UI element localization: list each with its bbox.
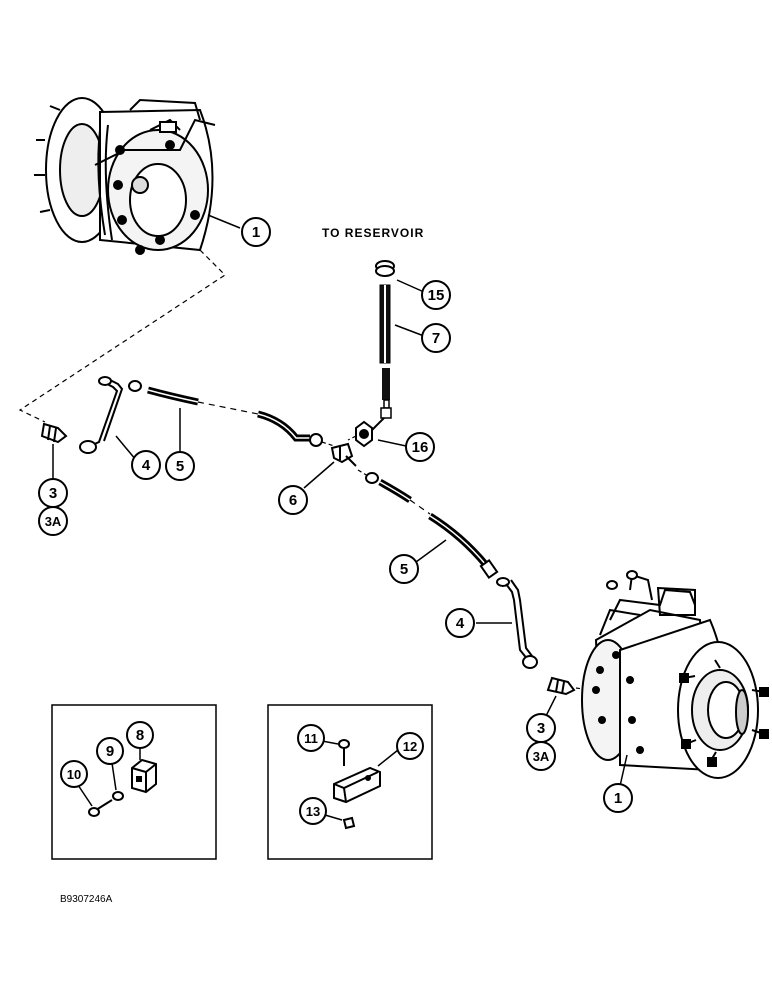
bracket-8 [131,758,157,794]
svg-text:10: 10 [67,767,81,782]
callout-10: 10 [60,760,88,788]
callout-3-left: 3 [38,478,68,508]
callout-5-left: 5 [165,451,195,481]
callout-15: 15 [421,280,451,310]
leader-line [415,539,447,563]
svg-text:6: 6 [289,492,297,509]
adapter-16 [355,417,385,448]
svg-text:4: 4 [456,615,465,632]
leader-line [396,279,425,293]
dashed-connection-left [18,249,226,423]
callout-3-right: 3 [526,713,556,743]
callout-5-right: 5 [389,554,419,584]
svg-text:4: 4 [142,457,151,474]
callout-11: 11 [297,724,325,752]
bolt-10 [88,799,113,817]
leader-line [377,439,407,447]
svg-text:5: 5 [400,561,408,578]
svg-text:3A: 3A [45,514,62,529]
hose-right-5 [357,469,499,579]
leader-line [303,461,335,489]
dashed-connection [347,435,357,441]
svg-text:8: 8 [136,727,144,744]
svg-text:15: 15 [428,287,445,304]
callout-8: 8 [126,721,154,749]
bolt-11 [338,739,350,766]
svg-text:16: 16 [412,439,429,456]
steel-tube-left-4 [79,376,124,454]
callout-6: 6 [278,485,308,515]
callout-1-top: 1 [241,217,271,247]
svg-text:12: 12 [403,739,417,754]
dashed-connection [321,441,335,447]
hose-clamp-15 [375,260,395,277]
callout-13: 13 [299,797,327,825]
callout-7: 7 [421,323,451,353]
fitting-left-3 [40,422,68,444]
inset-box-bracket-8: 8 9 10 [51,704,217,860]
hydraulic-motor-top [34,97,216,255]
callout-9: 9 [96,737,124,765]
steel-tube-right-4 [496,577,538,669]
washer-9 [112,791,124,801]
inset-box-bracket-12: 11 12 13 [267,704,433,860]
fitting-right-3 [546,676,576,696]
svg-text:13: 13 [306,804,320,819]
bracket-12 [333,766,381,804]
svg-text:9: 9 [106,743,114,760]
svg-text:3A: 3A [533,749,550,764]
leader-line [207,214,241,229]
callout-1-bottom: 1 [603,783,633,813]
hose-left-5 [128,380,323,447]
callout-12: 12 [396,732,424,760]
svg-text:5: 5 [176,458,184,475]
tee-fitting-6 [330,442,357,467]
callout-4-left: 4 [131,450,161,480]
leader-line [619,754,628,787]
nut-13 [342,816,356,830]
svg-text:7: 7 [432,330,440,347]
svg-text:3: 3 [537,720,545,737]
leader-line [115,435,137,461]
callout-3A-right: 3A [526,741,556,771]
reservoir-label: TO RESERVOIR [322,226,424,240]
leader-line [394,324,425,337]
callout-3A-left: 3A [38,506,68,536]
callout-16: 16 [405,432,435,462]
svg-text:11: 11 [304,731,318,746]
svg-text:1: 1 [252,224,260,241]
reservoir-hose-7 [379,284,392,419]
svg-text:3: 3 [49,485,57,502]
svg-text:1: 1 [614,790,622,807]
callout-4-right: 4 [445,608,475,638]
hydraulic-motor-bottom [581,570,769,779]
drawing-code: B9307246A [60,894,113,905]
